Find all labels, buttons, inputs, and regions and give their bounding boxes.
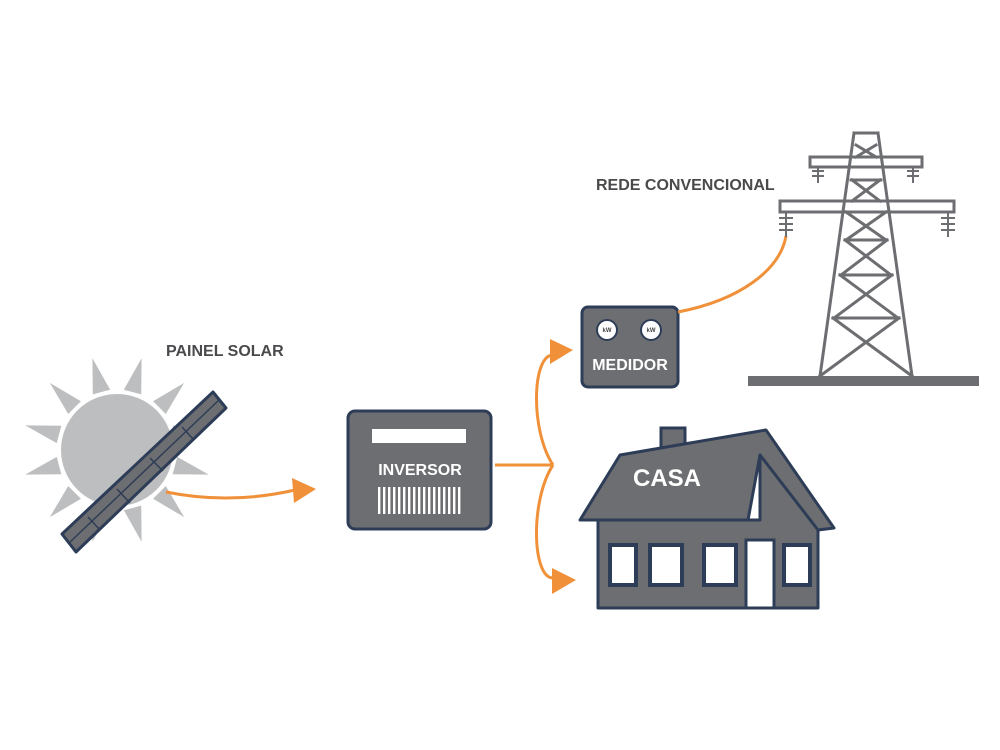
svg-text:kW: kW <box>647 328 656 334</box>
meter-dial-left-icon: kW <box>596 319 618 341</box>
sun-ray <box>25 456 62 475</box>
meter-box: kW kW <box>580 305 680 389</box>
inverter-vent <box>433 487 436 514</box>
transmission-tower-icon <box>748 131 979 386</box>
inverter-label: INVERSOR <box>378 462 462 479</box>
connection-meter-to-grid <box>677 235 788 314</box>
arrow-panel-to-inverter <box>165 478 316 503</box>
sun-ray <box>123 505 142 542</box>
inverter-vent <box>388 487 391 514</box>
house-label: CASA <box>633 465 701 492</box>
meter-label: MEDIDOR <box>592 357 668 374</box>
inverter-vent <box>418 487 421 514</box>
inverter-vent <box>448 487 451 514</box>
sun-ray <box>49 486 81 518</box>
sun-ray <box>153 486 185 518</box>
sun-ray <box>92 358 111 395</box>
inverter-vent <box>453 487 456 514</box>
inverter-vent <box>383 487 386 514</box>
svg-text:kW: kW <box>603 328 612 334</box>
sun-ray <box>153 382 185 414</box>
grid-label: REDE CONVENCIONAL <box>596 177 775 194</box>
arrow-to-meter <box>550 339 573 364</box>
sun-ray <box>49 382 81 414</box>
inverter-vent <box>458 487 461 514</box>
arrow-to-house <box>552 568 576 594</box>
inverter-vent <box>378 487 381 514</box>
inverter-vent <box>438 487 441 514</box>
solar-panel-label: PAINEL SOLAR <box>166 343 284 360</box>
inverter-vent <box>408 487 411 514</box>
inverter-vent <box>423 487 426 514</box>
meter-dial-right-icon: kW <box>640 319 662 341</box>
inverter-vent <box>413 487 416 514</box>
inverter-vent <box>393 487 396 514</box>
inverter-vent <box>398 487 401 514</box>
connection-inverter-split <box>495 353 555 580</box>
inverter-vent <box>428 487 431 514</box>
sun-ray <box>123 358 142 395</box>
inverter-vent <box>443 487 446 514</box>
solar-panel-icon <box>60 390 228 554</box>
inverter-vent <box>403 487 406 514</box>
inverter-box <box>346 409 493 531</box>
sun-ray <box>25 425 62 444</box>
house-icon <box>578 426 836 610</box>
sun-ray <box>172 456 209 475</box>
